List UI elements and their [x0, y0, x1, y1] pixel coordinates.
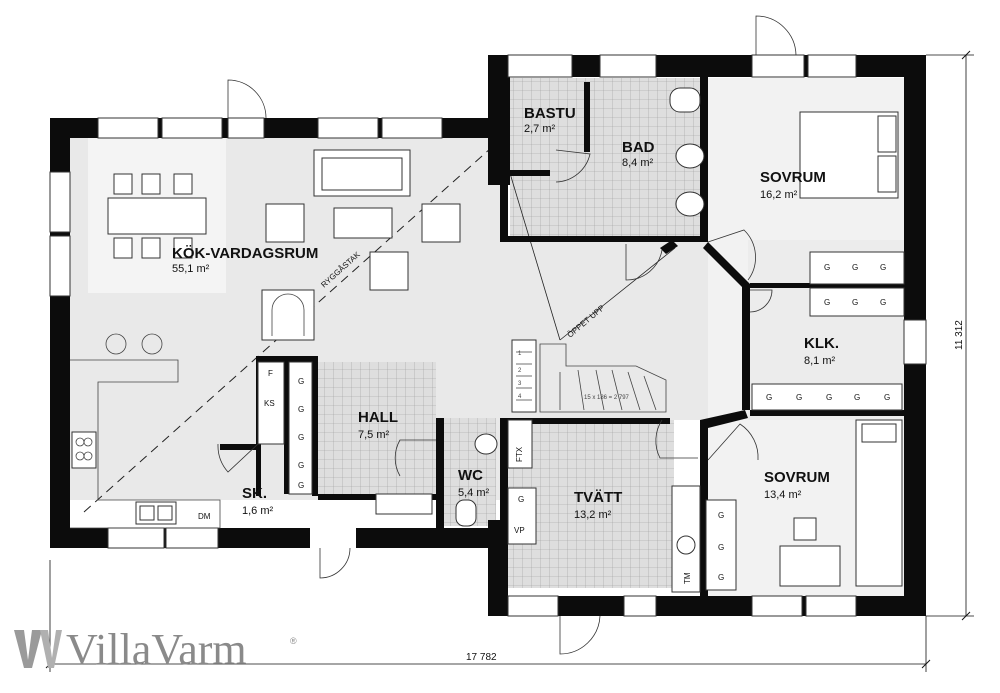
- room-area-klk: 8,1 m²: [804, 355, 836, 367]
- shelf-label-g-5: G: [298, 481, 304, 490]
- room-area-sovrum1: 16,2 m²: [760, 189, 798, 201]
- closet-label-g-9: G: [826, 393, 832, 402]
- wardrobe-label-g-1: G: [718, 511, 724, 520]
- room-area-tvatt: 13,2 m²: [574, 509, 612, 521]
- shelf-label-g-3: G: [298, 433, 304, 442]
- stair-number-3: 3: [518, 381, 522, 387]
- height-dimension: 11 312: [954, 320, 965, 350]
- closet-label-g-5: G: [852, 298, 858, 307]
- room-name-sk: SK.: [242, 485, 267, 502]
- room-area-bad: 8,4 m²: [622, 157, 654, 169]
- room-name-tvatt: TVÄTT: [574, 489, 622, 506]
- room-area-bastu: 2,7 m²: [524, 123, 556, 135]
- heat-pump-label: VP: [514, 526, 525, 535]
- closet-label-g-1: G: [824, 263, 830, 272]
- laundry-label-g: G: [518, 495, 524, 504]
- room-name-klk: KLK.: [804, 335, 839, 352]
- stair-number-1: 1: [518, 351, 522, 357]
- furniture: [70, 87, 905, 593]
- closet-label-g-8: G: [796, 393, 802, 402]
- width-dimension: 17 782: [466, 652, 497, 663]
- wardrobe-label-g-3: G: [718, 573, 724, 582]
- closet-label-g-4: G: [824, 298, 830, 307]
- stair-spec-label: 15 x 186 = 2 797: [584, 395, 630, 401]
- dishwasher-label: DM: [198, 512, 211, 521]
- closet-label-g-7: G: [766, 393, 772, 402]
- closet-label-g-2: G: [852, 263, 858, 272]
- room-name-sovrum1: SOVRUM: [760, 169, 826, 186]
- ventilation-label: FTX: [515, 446, 524, 462]
- windows: [49, 54, 927, 617]
- shelf-label-g-1: G: [298, 377, 304, 386]
- room-name-sovrum2: SOVRUM: [764, 469, 830, 486]
- closet-label-g-6: G: [880, 298, 886, 307]
- doors: [217, 15, 797, 655]
- brand-name: VillaVarm: [66, 625, 247, 674]
- dryer-label: TM: [683, 572, 692, 584]
- shelf-label-g-2: G: [298, 405, 304, 414]
- room-name-bad: BAD: [622, 139, 655, 156]
- room-name-hall: HALL: [358, 409, 398, 426]
- stair-number-2: 2: [518, 368, 522, 374]
- room-area-wc: 5,4 m²: [458, 487, 490, 499]
- room-labels: KÖK-VARDAGSRUM 55,1 m² BASTU 2,7 m² BAD …: [172, 105, 839, 521]
- room-area-sovrum2: 13,4 m²: [764, 489, 802, 501]
- closet-label-g-10: G: [854, 393, 860, 402]
- brand-registered-mark: ®: [290, 636, 297, 646]
- stair-number-4: 4: [518, 394, 522, 400]
- wardrobe-label-g-2: G: [718, 543, 724, 552]
- closet-label-g-3: G: [880, 263, 886, 272]
- room-area-hall: 7,5 m²: [358, 429, 390, 441]
- room-name-wc: WC: [458, 467, 483, 484]
- room-name-kok: KÖK-VARDAGSRUM: [172, 245, 318, 262]
- shelf-label-f: F: [268, 369, 273, 378]
- villavarm-logo: VillaVarm ®: [14, 625, 297, 674]
- shelf-label-ks: KS: [264, 399, 275, 408]
- closet-label-g-11: G: [884, 393, 890, 402]
- room-area-sk: 1,6 m²: [242, 505, 274, 517]
- shelf-label-g-4: G: [298, 461, 304, 470]
- room-area-kok: 55,1 m²: [172, 263, 210, 275]
- room-name-bastu: BASTU: [524, 105, 576, 122]
